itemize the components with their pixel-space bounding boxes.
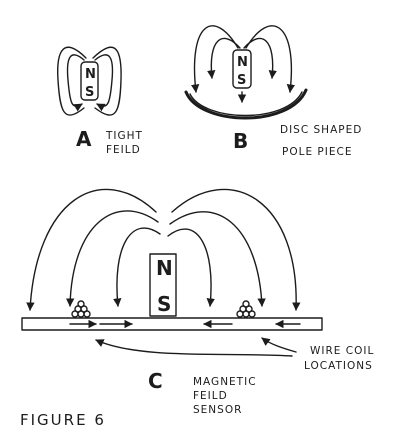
panel-c-field-line-4 bbox=[167, 228, 215, 307]
panel-c-coil-label-line1: WIRE COIL bbox=[310, 345, 374, 357]
panel-b-pole-s: S bbox=[237, 73, 247, 88]
panel-c-pole-n: N bbox=[156, 256, 174, 280]
panel-a-field-line-left-inner bbox=[66, 54, 85, 112]
panel-c-coil-right bbox=[236, 300, 256, 318]
panel-a: N S A TIGHT FEILD bbox=[57, 46, 143, 156]
panel-a-caption-line1: TIGHT bbox=[105, 130, 143, 142]
panel-b-disc-pole-piece bbox=[184, 88, 308, 120]
figure-label: FIGURE 6 bbox=[20, 411, 106, 429]
panel-a-pole-n: N bbox=[85, 67, 97, 82]
panel-b: N S B DISC SHAPED POLE PIECE bbox=[184, 25, 362, 158]
panel-a-field-line-left-outer bbox=[57, 46, 87, 116]
panel-b-field-line-4 bbox=[245, 25, 296, 93]
panel-a-letter: A bbox=[76, 127, 92, 151]
panel-b-field-line-2 bbox=[207, 37, 241, 79]
panel-b-letter: B bbox=[233, 129, 249, 153]
panel-b-pole-n: N bbox=[237, 55, 249, 70]
panel-c-magnet bbox=[149, 253, 177, 317]
panel-c-caption-line2: FEILD bbox=[193, 390, 228, 402]
panel-b-caption-line1: DISC SHAPED bbox=[280, 124, 362, 136]
panel-c: N S WIRE COIL LOCATIONS C MAGNETIC FEILD… bbox=[21, 188, 374, 416]
panel-b-caption-line2: POLE PIECE bbox=[282, 146, 352, 158]
panel-b-field-line-1 bbox=[190, 25, 239, 93]
panel-a-field-line-right-inner bbox=[94, 54, 114, 112]
panel-c-field-line-3 bbox=[113, 227, 161, 307]
panel-c-field-line-2 bbox=[65, 210, 159, 307]
panel-b-disc-pole-piece-inner bbox=[189, 91, 303, 117]
panel-c-coil-left bbox=[71, 300, 91, 318]
panel-c-letter: C bbox=[148, 369, 164, 393]
panel-c-coil-leader-left bbox=[95, 339, 293, 357]
panel-a-magnet bbox=[80, 61, 99, 101]
panel-c-field-line-6 bbox=[171, 188, 301, 311]
panel-c-coil-leader-right bbox=[261, 337, 297, 353]
panel-a-field-line-right-outer bbox=[92, 46, 122, 116]
panel-c-coil-label-line2: LOCATIONS bbox=[304, 360, 373, 372]
panel-a-pole-s: S bbox=[85, 85, 95, 100]
panel-c-field-line-5 bbox=[169, 211, 266, 307]
panel-a-caption-line2: FEILD bbox=[106, 144, 141, 156]
panel-c-pole-s: S bbox=[157, 292, 172, 316]
panel-c-caption-line1: MAGNETIC bbox=[193, 376, 257, 388]
panel-c-field-line-1 bbox=[26, 188, 157, 311]
panel-c-sensor-bar bbox=[21, 317, 323, 331]
panel-b-magnet bbox=[232, 49, 252, 89]
panel-c-caption-line3: SENSOR bbox=[193, 404, 242, 416]
